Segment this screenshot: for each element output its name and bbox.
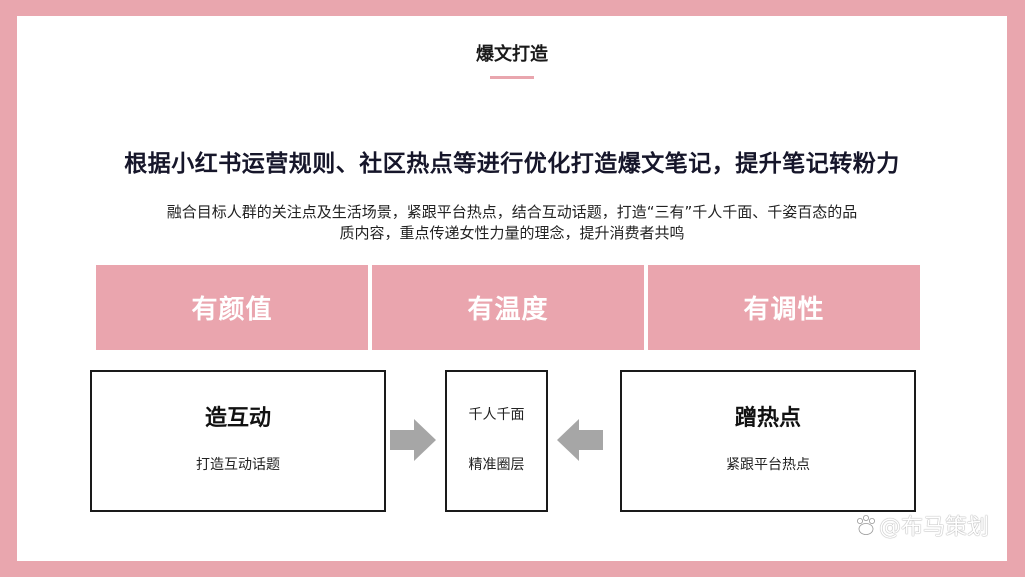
arrow-right-icon [390,419,436,461]
targeting-line-2: 精准圈层 [468,457,525,473]
paw-logo-icon [856,515,875,535]
hot-topic-title: 蹭热点 [734,406,801,431]
watermark-text: @布马策划 [878,515,989,540]
hot-topic-subtitle: 紧跟平台热点 [726,457,810,473]
hot-topic-box: 蹭热点 紧跟平台热点 [620,370,916,512]
arrow-left-icon [557,419,603,461]
headline: 根据小红书运营规则、社区热点等进行优化打造爆文笔记，提升笔记转粉力 [124,151,900,177]
pillar-warmth: 有温度 [372,265,644,350]
interaction-box: 造互动 打造互动话题 [90,370,386,512]
pillar-row: 有颜值 有温度 有调性 [96,265,920,350]
slide-title: 爆文打造 [476,44,548,65]
slide: 爆文打造 根据小红书运营规则、社区热点等进行优化打造爆文笔记，提升笔记转粉力 融… [17,16,1007,561]
targeting-box: 千人千面 精准圈层 [445,370,548,512]
description-line-1: 融合目标人群的关注点及生活场景，紧跟平台热点，结合互动话题，打造“三有”千人千面… [166,203,858,221]
interaction-subtitle: 打造互动话题 [196,457,280,473]
interaction-title: 造互动 [204,406,271,431]
title-underline [490,76,534,79]
pillar-appearance: 有颜值 [96,265,368,350]
watermark: @布马策划 [855,509,989,541]
targeting-line-1: 千人千面 [468,407,525,423]
pillar-tone: 有调性 [648,265,920,350]
description: 融合目标人群的关注点及生活场景，紧跟平台热点，结合互动话题，打造“三有”千人千面… [97,202,927,244]
description-line-2: 质内容，重点传递女性力量的理念，提升消费者共鸣 [339,224,685,242]
